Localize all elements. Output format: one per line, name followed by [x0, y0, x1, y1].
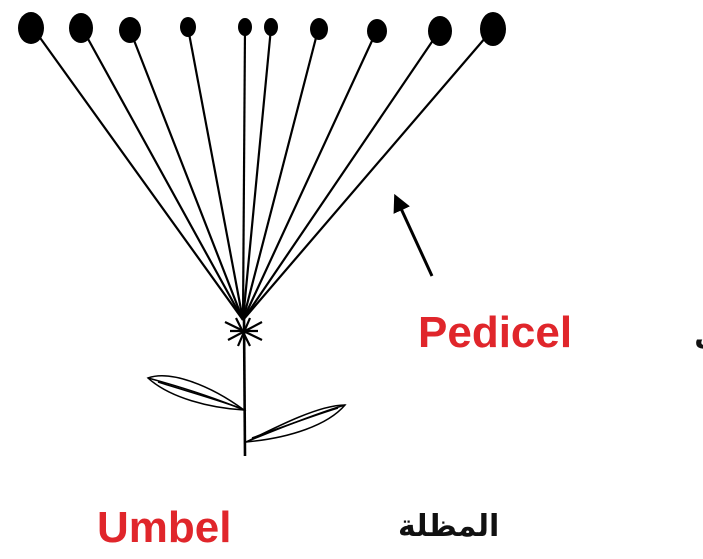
umbel-label: Umbel	[97, 503, 231, 552]
umbel-arabic-label: المظلة	[398, 509, 499, 544]
pedicel-line	[82, 28, 243, 320]
flower-bud	[180, 17, 196, 37]
pedicel-line	[243, 28, 271, 320]
flower-bud	[119, 17, 141, 43]
flower-bud	[367, 19, 387, 43]
pedicel-line	[243, 28, 245, 320]
pedicel-label: Pedicel	[418, 308, 572, 357]
flower-bud	[69, 13, 93, 43]
pedicel-line	[130, 30, 243, 320]
flower-buds	[18, 12, 506, 46]
pedicel-line	[243, 30, 440, 320]
leaf-right	[246, 405, 345, 442]
flower-bud	[238, 18, 252, 36]
flower-bud	[428, 16, 452, 46]
pedicel-arrow	[398, 202, 432, 276]
main-stem	[244, 318, 245, 456]
flower-bud	[264, 18, 278, 36]
flower-bud	[480, 12, 506, 46]
leaf-left	[148, 376, 244, 410]
pedicel-arabic-label: حويمل	[694, 317, 703, 352]
pedicel-line	[33, 28, 243, 320]
pedicel-line	[243, 30, 377, 320]
pedicels	[33, 28, 492, 320]
flower-bud	[18, 12, 44, 44]
flower-bud	[310, 18, 328, 40]
pedicel-line	[188, 28, 243, 320]
